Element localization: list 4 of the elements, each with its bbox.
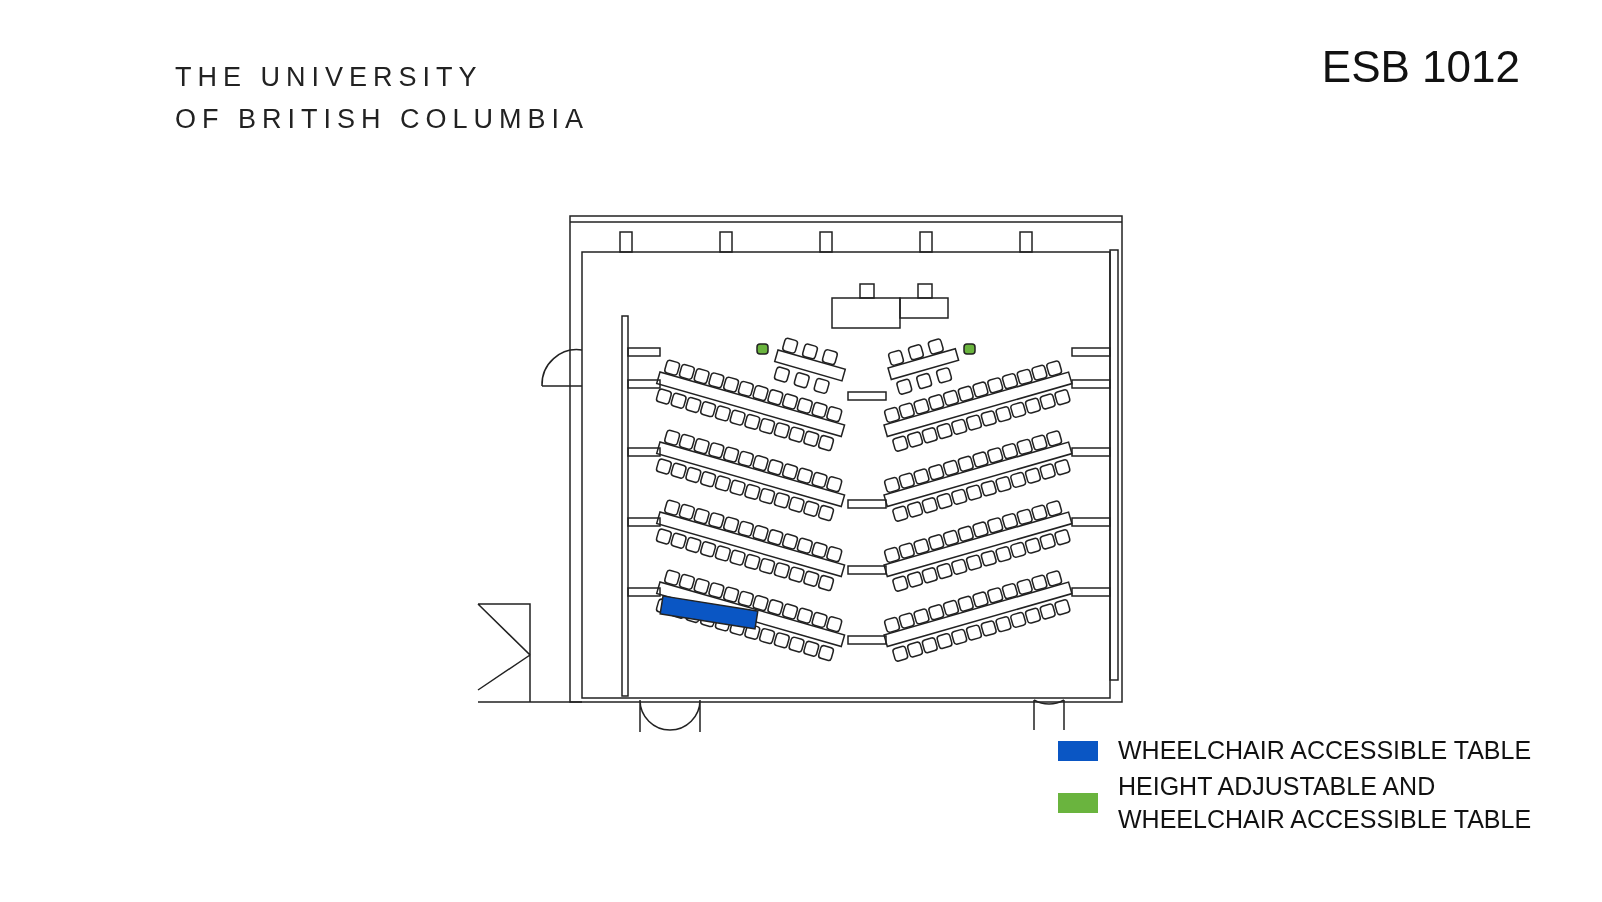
legend-text: WHEELCHAIR ACCESSIBLE TABLE bbox=[1118, 735, 1533, 766]
legend-text: HEIGHT ADJUSTABLE AND WHEELCHAIR ACCESSIBLE TABLE bbox=[1118, 771, 1533, 835]
university-name: THE UNIVERSITY OF BRITISH COLUMBIA bbox=[175, 61, 590, 136]
room-title: ESB 1012 bbox=[1321, 42, 1520, 92]
